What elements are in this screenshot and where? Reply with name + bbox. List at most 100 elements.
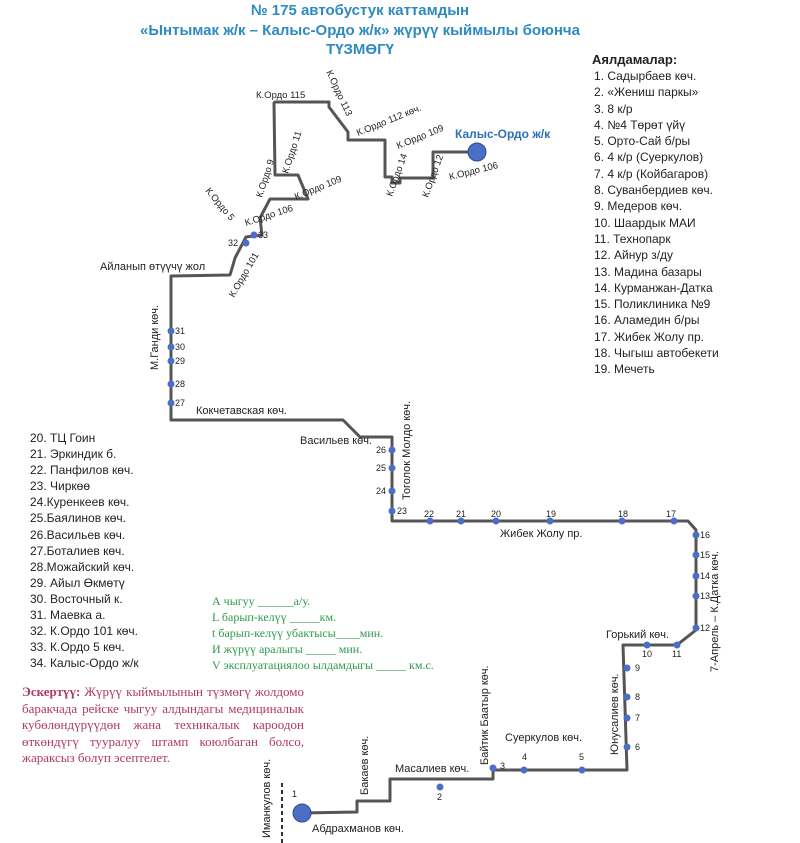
street-label-gandi: М.Ганди көч. — [149, 305, 161, 370]
terminal-yntymak-marker — [292, 803, 312, 823]
stop-number: 12 — [700, 623, 710, 633]
stop-number: 22 — [424, 509, 434, 519]
param-length: L барып-келүү _____км. — [212, 610, 337, 624]
stops-legend-title: Аялдамалар: — [592, 52, 678, 67]
stop-number: 32 — [228, 238, 238, 248]
stop-number: 7 — [635, 713, 640, 723]
stop-number: 3 — [500, 761, 505, 771]
stop-marker — [670, 517, 678, 525]
street-label-kokchetav: Кокчетавская көч. — [196, 405, 287, 417]
route-parameters: А чыгуу ______а/у. L барып-келүү _____км… — [212, 593, 434, 673]
stop-legend-item: 2. «Жениш паркы» — [594, 85, 699, 100]
stop-marker — [492, 517, 500, 525]
stop-marker — [388, 487, 396, 495]
stop-number: 29 — [175, 356, 185, 366]
stop-legend-item: 31. Маевка а. — [30, 608, 106, 623]
notice-label: Эскертүү: — [22, 684, 81, 699]
param-speed: V эксплуатациялоо ылдамдыгы _____ км.с. — [212, 658, 434, 672]
street-label-kordo113: К.Ордо 113 — [323, 69, 354, 118]
terminal-kalys-ordo-label: Калыс-Ордо ж/к — [455, 127, 551, 141]
stop-legend-item: 22. Панфилов көч. — [30, 463, 134, 478]
street-label-kordo9: К.Ордо 9 — [254, 158, 277, 199]
stop-number: 27 — [175, 398, 185, 408]
stop-marker — [167, 380, 175, 388]
stop-legend-item: 9. Медеров көч. — [594, 199, 683, 214]
street-label-kordo12: К.Ордо 12 — [420, 153, 446, 199]
stop-legend-item: 5. Орто-Сай б/ры — [594, 134, 691, 149]
stop-legend-item: 26.Васильев көч. — [30, 527, 126, 542]
stop-legend-item: 28.Можайский көч. — [30, 559, 135, 574]
stop-marker — [167, 327, 175, 335]
stop-number: 30 — [175, 342, 185, 352]
stop-legend-item: 17. Жибек Жолу пр. — [594, 329, 704, 344]
street-label-vasiliev: Васильев көч. — [300, 435, 372, 447]
stop-legend-item: 11. Технопарк — [594, 231, 671, 246]
notice-block: Эскертүү: Жүрүү кыймылынын түзмөгү жолдо… — [22, 684, 304, 767]
stop-marker — [167, 343, 175, 351]
stops-legend-left: 20. ТЦ Гоин 21. Эркиндик б. 22. Панфилов… — [30, 430, 139, 671]
stop-number: 2 — [437, 792, 442, 802]
stop-marker — [578, 766, 586, 774]
stop-marker — [623, 743, 631, 751]
stop-legend-item: 6. 4 к/р (Суеркулов) — [594, 150, 704, 165]
stop-legend-item: 16. Аламедин б/ры — [594, 313, 700, 328]
stop-number: 31 — [175, 326, 185, 336]
stop-number: 6 — [635, 742, 640, 752]
stop-legend-item: 3. 8 к/р — [594, 101, 633, 116]
street-label-kordo106a: К.Ордо 106 — [448, 160, 499, 183]
stop-legend-item: 1. Садырбаев көч. — [594, 69, 697, 83]
stop-marker — [643, 641, 651, 649]
stop-marker — [623, 714, 631, 722]
stop-marker — [623, 693, 631, 701]
stop-number: 23 — [397, 506, 407, 516]
stop-number: 16 — [700, 530, 710, 540]
stop-legend-item: 8. Суванбердиев көч. — [594, 183, 713, 198]
stop-number: 25 — [376, 463, 386, 473]
stop-marker — [457, 517, 465, 525]
stop-legend-item: 30. Восточный к. — [30, 591, 123, 606]
stop-legend-item: 21. Эркиндик б. — [30, 447, 117, 462]
stop-number: 9 — [635, 663, 640, 673]
street-label-kordo101: К.Ордо 101 — [227, 251, 262, 300]
stop-legend-item: 18. Чыгыш автобекети — [594, 346, 719, 361]
stop-legend-item: 34. Калыс-Ордо ж/к — [30, 656, 139, 671]
street-label-kordo115: К.Ордо 115 — [256, 90, 305, 101]
stop-marker — [692, 624, 700, 632]
stop-number: 21 — [456, 509, 466, 519]
stop-legend-item: 14. Курманжан-Датка — [594, 280, 713, 295]
street-label-apr-datka: 7-Апрель – К.Датка көч. — [709, 551, 721, 672]
street-label-jibek: Жибек Жолу пр. — [500, 528, 582, 540]
stop-number: 8 — [635, 692, 640, 702]
map-title-line-2: «Ынтымак ж/к – Калыс-Ордо ж/к» жүрүү кый… — [140, 22, 580, 39]
street-label-imankulov: Иманкулов көч. — [261, 759, 273, 838]
stop-legend-item: 12. Айнур з/ду — [594, 248, 674, 263]
stop-marker — [167, 357, 175, 365]
param-buses: А чыгуу ______а/у. — [212, 594, 311, 608]
stop-number: 17 — [666, 509, 676, 519]
stop-legend-item: 32. К.Ордо 101 көч. — [30, 624, 138, 639]
stop-number: 19 — [546, 509, 556, 519]
stop-marker — [623, 664, 631, 672]
stop-legend-item: 15. Поликлиника №9 — [594, 297, 711, 312]
stop-number: 11 — [672, 649, 681, 659]
stop-number: 1 — [292, 789, 297, 799]
stop-marker — [436, 783, 444, 791]
stops-legend-right: 1. Садырбаев көч. 2. «Жениш паркы» 3. 8 … — [594, 68, 719, 378]
street-label-yunusaliev: Юнусалиев көч. — [609, 674, 621, 755]
map-title-line-3: ТҮЗМӨГҮ — [326, 41, 394, 58]
stop-marker — [388, 464, 396, 472]
stop-marker — [250, 231, 258, 239]
stop-marker — [692, 592, 700, 600]
stop-marker — [692, 531, 700, 539]
stop-marker — [618, 517, 626, 525]
stop-marker — [388, 446, 396, 454]
stop-marker — [242, 239, 250, 247]
stop-number: 28 — [175, 379, 185, 389]
param-interval: И жүрүү аралыгы _____ мин. — [212, 642, 363, 656]
stop-legend-item: 13. Мадина базары — [594, 264, 702, 279]
stop-number: 26 — [376, 445, 386, 455]
map-title-line-1: № 175 автобустук каттамдын — [250, 2, 470, 19]
street-label-masaliev: Масалиев көч. — [395, 763, 469, 775]
street-label-baitik: Байтик Баатыр көч. — [479, 665, 491, 765]
